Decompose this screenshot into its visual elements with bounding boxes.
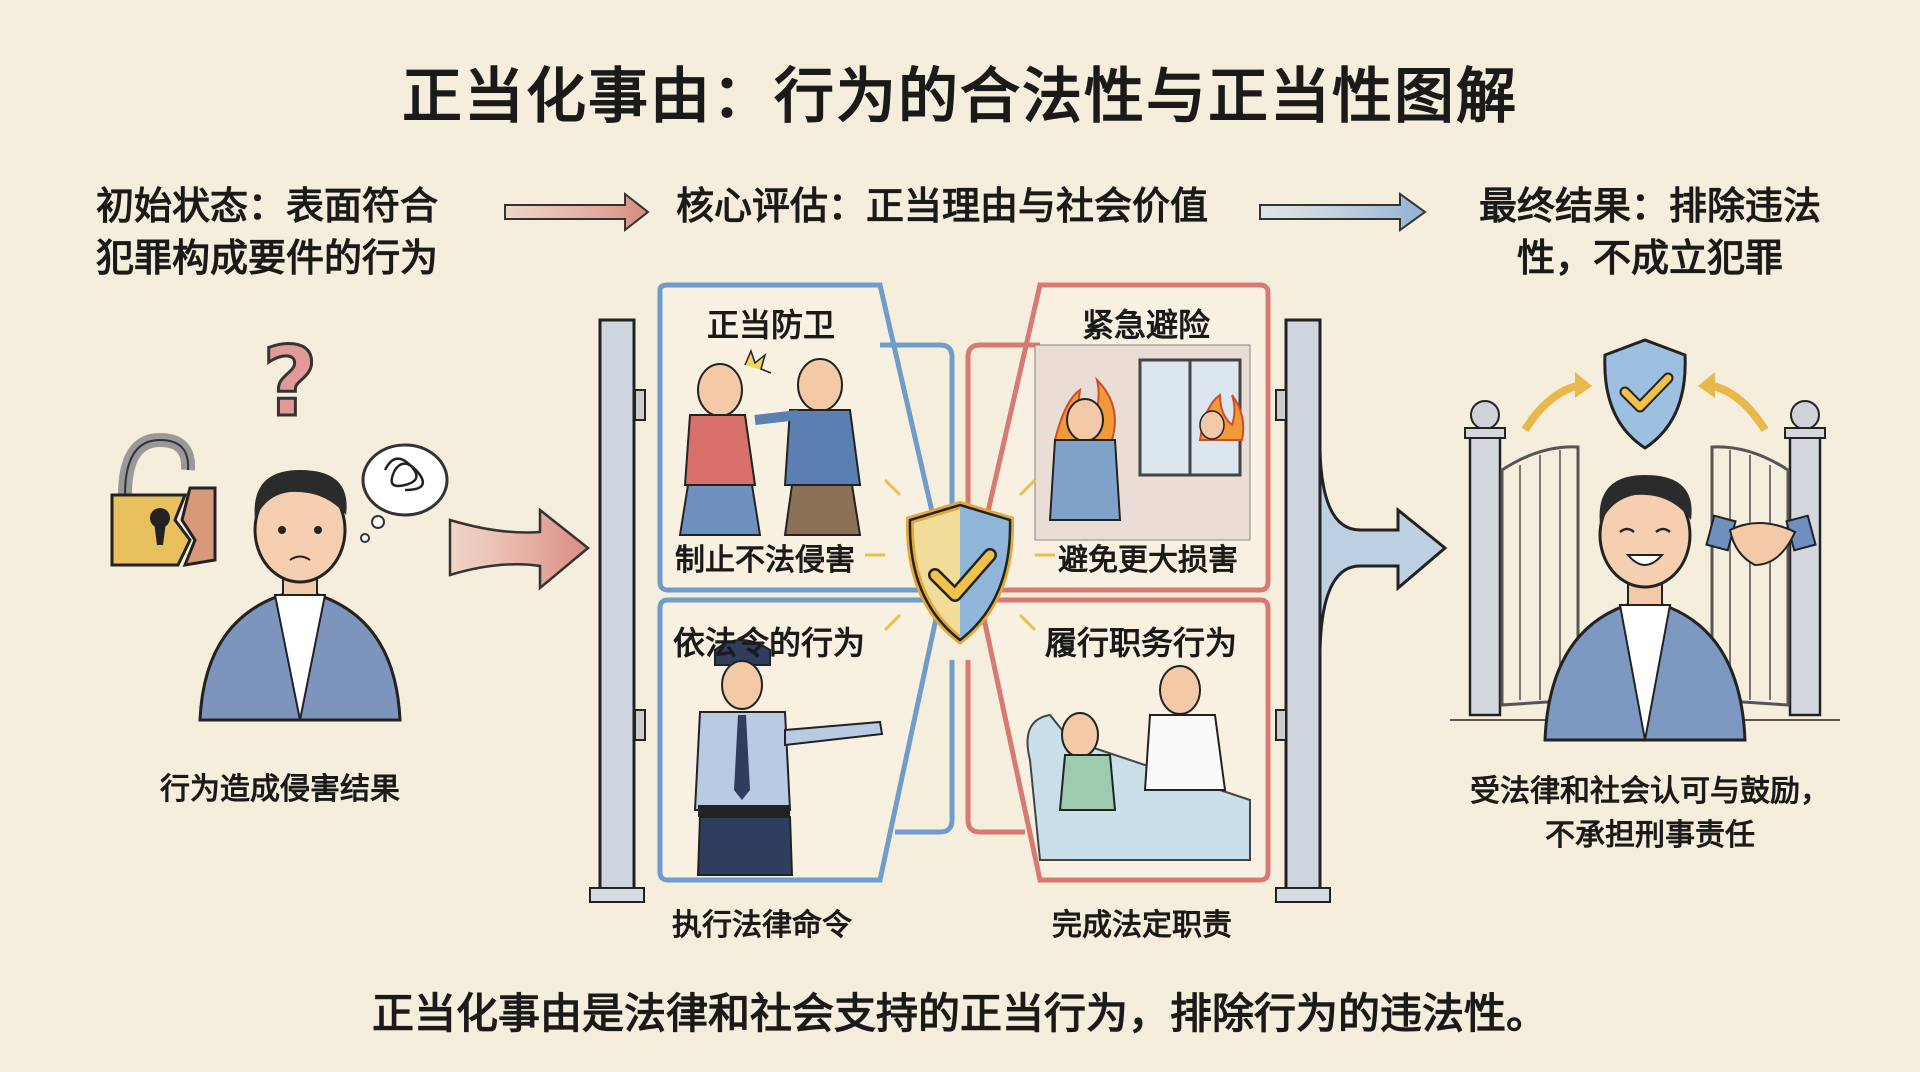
emergency-rescue-scene xyxy=(1034,344,1251,541)
exit-arrow xyxy=(1318,449,1448,651)
shield-check-icon xyxy=(1603,338,1687,450)
panel-title-legal-order: 依法令的行为 xyxy=(673,624,866,662)
panel-caption-legal-order: 执行法律命令 xyxy=(672,908,852,943)
question-mark-icon: ? xyxy=(261,325,320,440)
footer-summary: 正当化事由是法律和社会支持的正当行为，排除行为的违法性。 xyxy=(371,989,1548,1038)
panel-caption-self-defense: 制止不法侵害 xyxy=(675,543,855,578)
stage-arrow-2 xyxy=(1259,192,1427,232)
page-title: 正当化事由：行为的合法性与正当性图解 xyxy=(402,62,1518,132)
stage-result: 最终结果：排除违法 性，不成立犯罪 xyxy=(1450,180,1850,284)
smiling-person xyxy=(1543,475,1747,742)
panel-title-duty: 履行职务行为 xyxy=(1045,624,1238,662)
worried-person xyxy=(198,470,402,722)
stage-initial: 初始状态：表面符合 犯罪构成要件的行为 xyxy=(96,180,516,284)
broken-lock-icon xyxy=(110,432,217,567)
stage-arrow-1 xyxy=(504,191,650,233)
right-caption-line1: 受法律和社会认可与鼓励， xyxy=(1470,774,1830,809)
panel-title-self-defense: 正当防卫 xyxy=(707,306,836,344)
panel-title-emergency: 紧急避险 xyxy=(1082,306,1211,344)
left-caption: 行为造成侵害结果 xyxy=(160,772,400,807)
stage-initial-line1: 初始状态：表面符合 xyxy=(96,184,439,228)
left-post xyxy=(589,318,646,903)
doctor-patient-scene xyxy=(1026,665,1251,861)
panel-caption-duty: 完成法定职责 xyxy=(1052,908,1232,943)
tangled-thought-icon xyxy=(360,443,449,543)
open-gate xyxy=(1450,400,1840,721)
stage-result-line1: 最终结果：排除违法 xyxy=(1478,184,1821,228)
stage-initial-line2: 犯罪构成要件的行为 xyxy=(96,236,439,280)
right-caption-line2: 不承担刑事责任 xyxy=(1545,818,1755,853)
self-defense-scene xyxy=(678,348,862,536)
svg-text:?: ? xyxy=(262,326,318,438)
entry-arrow xyxy=(448,507,590,591)
center-shield-check-icon xyxy=(865,478,1055,646)
handshake-icon xyxy=(1705,514,1817,567)
right-caption: 受法律和社会认可与鼓励， 不承担刑事责任 xyxy=(1440,770,1860,858)
curved-arrows-icon xyxy=(1521,372,1769,433)
police-officer-scene xyxy=(693,639,884,876)
stage-evaluation: 核心评估：正当理由与社会价值 xyxy=(676,184,1209,228)
panel-caption-emergency: 避免更大损害 xyxy=(1058,543,1238,578)
stage-result-line2: 性，不成立犯罪 xyxy=(1516,236,1783,280)
